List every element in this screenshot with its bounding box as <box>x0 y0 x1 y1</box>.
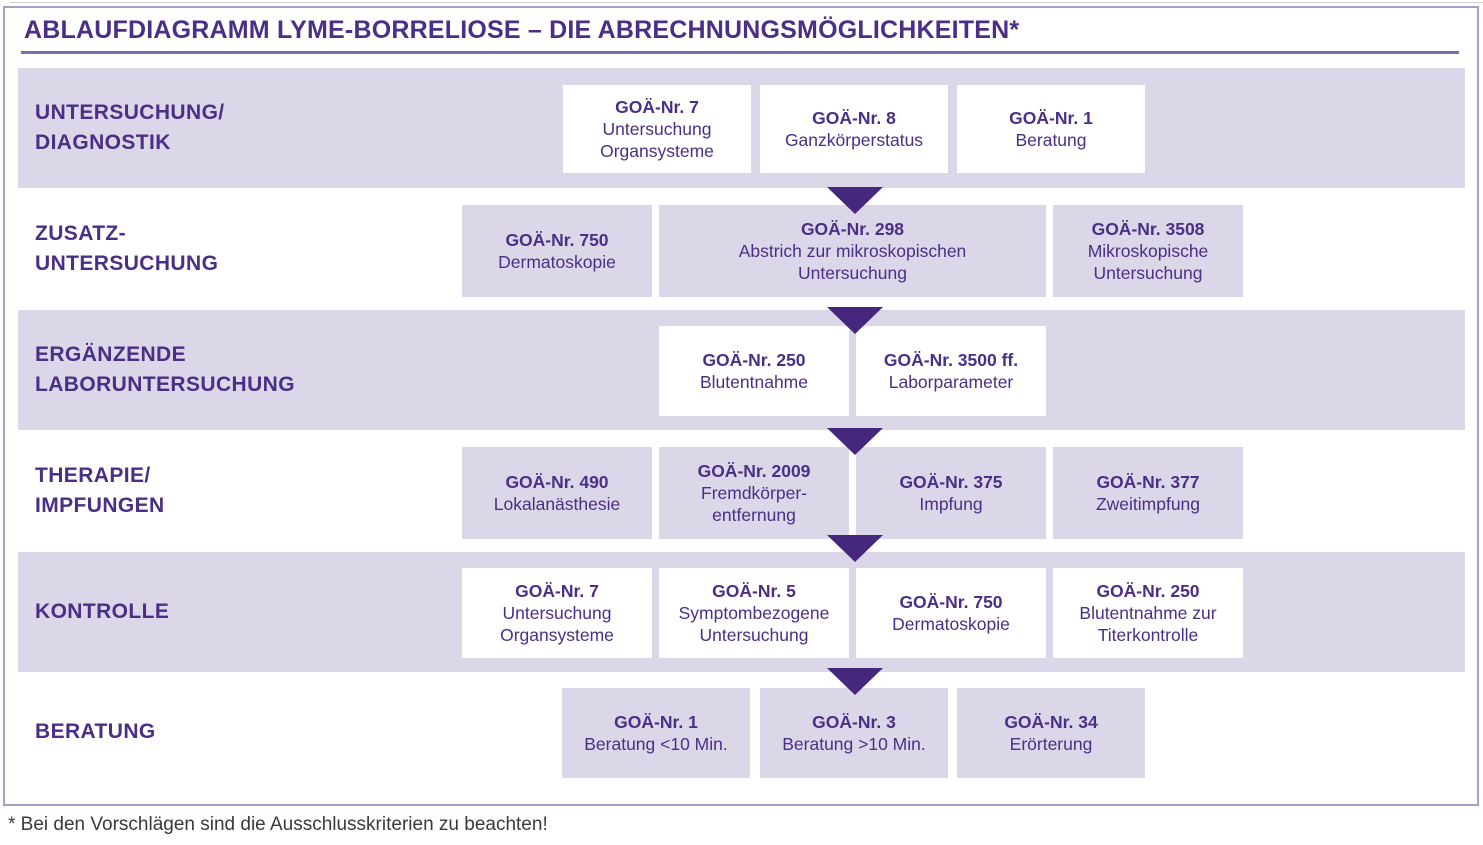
arrow-down-icon <box>827 428 883 455</box>
goa-box: GOÄ-Nr. 3508 Mikroskopische Untersuchung <box>1053 205 1243 297</box>
goa-desc: Laborparameter <box>888 372 1014 392</box>
goa-box: GOÄ-Nr. 375 Impfung <box>856 447 1046 539</box>
goa-box: GOÄ-Nr. 3500 ff. Laborparameter <box>856 326 1046 416</box>
goa-desc: Beratung <box>1015 130 1087 150</box>
footnote: * Bei den Vorschlägen sind die Ausschlus… <box>8 814 548 835</box>
goa-code: GOÄ-Nr. 5 <box>712 581 796 601</box>
goa-desc: Erörterung <box>1009 734 1093 754</box>
goa-box: GOÄ-Nr. 298 Abstrich zur mikroskopischen… <box>659 205 1046 297</box>
goa-code: GOÄ-Nr. 377 <box>1096 472 1200 492</box>
goa-box: GOÄ-Nr. 250 Blutentnahme zur Titerkontro… <box>1053 568 1243 658</box>
goa-code: GOÄ-Nr. 3 <box>812 712 896 732</box>
goa-desc: Dermatoskopie <box>498 252 616 272</box>
goa-desc: Untersuchung Organsysteme <box>500 603 614 645</box>
goa-box: GOÄ-Nr. 8 Ganzkörperstatus <box>760 85 948 173</box>
row-label: UNTERSUCHUNG/ DIAGNOSTIK <box>35 101 225 154</box>
goa-code: GOÄ-Nr. 3508 <box>1091 219 1205 239</box>
goa-desc: Blutentnahme <box>700 372 808 392</box>
goa-desc: Untersuchung Organsysteme <box>600 119 714 161</box>
goa-code: GOÄ-Nr. 1 <box>1009 108 1093 128</box>
arrow-down-icon <box>827 668 883 695</box>
goa-desc: Impfung <box>919 494 983 514</box>
goa-box: GOÄ-Nr. 490 Lokalanästhesie <box>462 447 652 539</box>
goa-box: GOÄ-Nr. 1 Beratung <box>957 85 1145 173</box>
goa-box: GOÄ-Nr. 7 Untersuchung Organsysteme <box>563 85 751 173</box>
goa-box: GOÄ-Nr. 2009 Fremdkörper- entfernung <box>659 447 849 539</box>
goa-desc: Lokalanästhesie <box>493 494 621 514</box>
goa-code: GOÄ-Nr. 750 <box>899 592 1003 612</box>
page-title: ABLAUFDIAGRAMM LYME-BORRELIOSE – DIE ABR… <box>24 16 1020 44</box>
goa-code: GOÄ-Nr. 7 <box>615 97 699 117</box>
goa-code: GOÄ-Nr. 8 <box>812 108 896 128</box>
row-label: BERATUNG <box>35 720 156 743</box>
goa-code: GOÄ-Nr. 250 <box>1096 581 1200 601</box>
goa-desc: Beratung <10 Min. <box>584 734 728 754</box>
top-divider <box>10 2 1483 3</box>
row-label: KONTROLLE <box>35 600 170 623</box>
goa-box: GOÄ-Nr. 3 Beratung >10 Min. <box>760 688 948 778</box>
goa-box: GOÄ-Nr. 750 Dermatoskopie <box>856 568 1046 658</box>
goa-code: GOÄ-Nr. 750 <box>505 230 609 250</box>
goa-desc: Blutentnahme zur Titerkontrolle <box>1079 603 1217 645</box>
row-label: ERGÄNZENDE LABORUNTERSUCHUNG <box>35 343 295 396</box>
goa-desc: Dermatoskopie <box>892 614 1010 634</box>
arrow-down-icon <box>827 187 883 214</box>
title-divider <box>21 51 1459 54</box>
row-label: ZUSATZ- UNTERSUCHUNG <box>35 222 219 275</box>
goa-desc: Abstrich zur mikroskopischen Untersuchun… <box>738 241 967 283</box>
goa-code: GOÄ-Nr. 7 <box>515 581 599 601</box>
goa-code: GOÄ-Nr. 298 <box>800 219 905 239</box>
goa-box: GOÄ-Nr. 34 Erörterung <box>957 688 1145 778</box>
goa-code: GOÄ-Nr. 250 <box>702 350 806 370</box>
row-label: THERAPIE/ IMPFUNGEN <box>35 464 165 517</box>
goa-code: GOÄ-Nr. 3500 ff. <box>883 350 1019 370</box>
goa-box: GOÄ-Nr. 377 Zweitimpfung <box>1053 447 1243 539</box>
goa-desc: Ganzkörperstatus <box>784 130 924 150</box>
goa-box: GOÄ-Nr. 7 Untersuchung Organsysteme <box>462 568 652 658</box>
arrow-down-icon <box>827 535 883 562</box>
goa-code: GOÄ-Nr. 375 <box>899 472 1003 492</box>
goa-box: GOÄ-Nr. 750 Dermatoskopie <box>462 205 652 297</box>
goa-desc: Fremdkörper- entfernung <box>701 483 807 525</box>
goa-code: GOÄ-Nr. 490 <box>505 472 609 492</box>
goa-desc: Zweitimpfung <box>1095 494 1201 514</box>
goa-desc: Beratung >10 Min. <box>782 734 926 754</box>
goa-desc: Symptombezogene Untersuchung <box>678 603 830 645</box>
goa-code: GOÄ-Nr. 2009 <box>697 461 811 481</box>
goa-box: GOÄ-Nr. 250 Blutentnahme <box>659 326 849 416</box>
goa-code: GOÄ-Nr. 34 <box>1004 712 1098 732</box>
goa-box: GOÄ-Nr. 1 Beratung <10 Min. <box>562 688 750 778</box>
goa-code: GOÄ-Nr. 1 <box>614 712 698 732</box>
goa-box: GOÄ-Nr. 5 Symptombezogene Untersuchung <box>659 568 849 658</box>
arrow-down-icon <box>827 307 883 334</box>
goa-desc: Mikroskopische Untersuchung <box>1087 241 1209 283</box>
